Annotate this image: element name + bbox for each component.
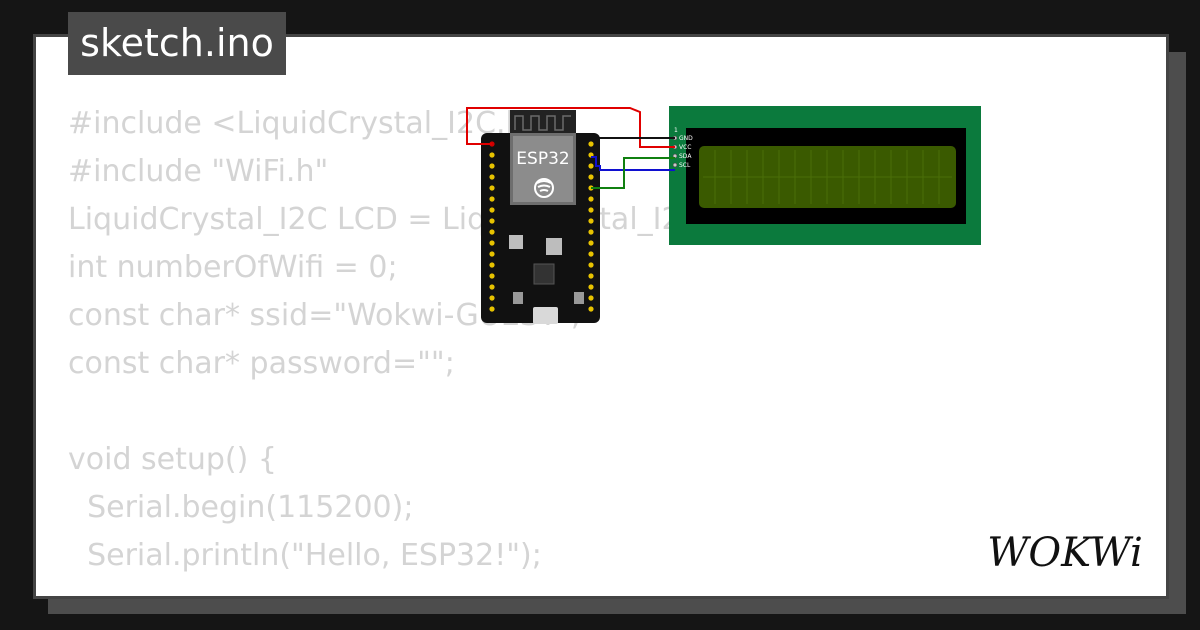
code-line: Serial.begin(115200); bbox=[68, 490, 414, 525]
wire-vcc[interactable] bbox=[466, 107, 675, 148]
code-line: const char* password=""; bbox=[68, 346, 455, 381]
lcd-char-grid bbox=[703, 150, 952, 204]
wire-gnd[interactable] bbox=[590, 137, 675, 139]
esp32-regulator bbox=[509, 235, 523, 249]
lcd-module[interactable]: 1 GND VCC SDA SCL bbox=[669, 106, 981, 245]
esp32-boot-button[interactable] bbox=[513, 292, 523, 304]
circuit-diagram: 1 GND VCC SDA SCL ESP32 bbox=[466, 106, 981, 324]
file-tab[interactable]: sketch.ino bbox=[68, 12, 286, 75]
code-line: #include "WiFi.h" bbox=[68, 154, 329, 189]
wokwi-logo: WOKWi bbox=[987, 530, 1143, 576]
code-line: int numberOfWifi = 0; bbox=[68, 250, 398, 285]
code-line: Serial.println("Hello, ESP32!"); bbox=[68, 538, 542, 573]
wifi-logo-icon bbox=[534, 178, 554, 198]
lcd-pin-scl-label: SCL bbox=[679, 162, 691, 169]
code-line: void setup() { bbox=[68, 442, 277, 477]
lcd-pin-header-label: 1 bbox=[674, 127, 678, 134]
usb-port-icon bbox=[533, 307, 558, 324]
esp32-antenna bbox=[510, 110, 576, 136]
wire-sda[interactable] bbox=[591, 156, 675, 171]
esp32-antenna-trace bbox=[514, 115, 571, 131]
lcd-pin-gnd-label: GND bbox=[679, 135, 693, 142]
esp32-reset-button[interactable] bbox=[574, 292, 584, 304]
wire-scl[interactable] bbox=[591, 157, 675, 189]
esp32-usb-chip bbox=[533, 263, 555, 285]
code-line bbox=[68, 388, 905, 436]
esp32-label: ESP32 bbox=[516, 149, 569, 169]
lcd-pin-scl[interactable] bbox=[672, 162, 678, 168]
lcd-pin-vcc-label: VCC bbox=[679, 144, 691, 151]
wokwi-logo-text: WOKWi bbox=[987, 530, 1143, 576]
esp32-capacitor bbox=[546, 238, 562, 255]
esp32-board[interactable]: ESP32 bbox=[481, 110, 600, 324]
wires bbox=[466, 107, 675, 189]
lcd-pin-sda-label: SDA bbox=[679, 153, 692, 160]
